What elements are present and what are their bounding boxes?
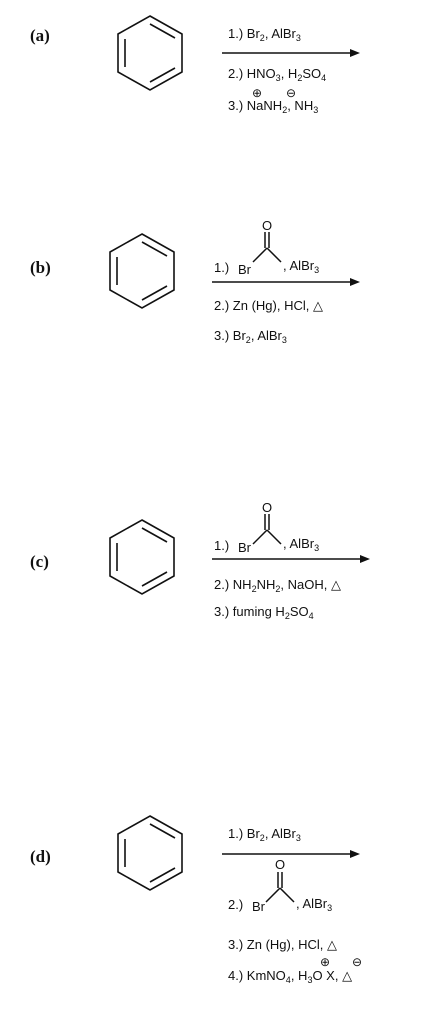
- plus-charge-symbol: ⊕: [320, 955, 331, 969]
- reagent-step-1: 1.) Br2, AlBr3: [228, 826, 301, 843]
- carbonyl-oxygen: O: [262, 500, 273, 515]
- reaction-arrow: [222, 850, 360, 858]
- minus-charge-symbol: ⊖: [352, 955, 363, 969]
- benzene-ring: [109, 233, 175, 309]
- reagent-step-1-number: 1.): [214, 538, 230, 553]
- carbonyl-oxygen: O: [275, 857, 286, 872]
- reagent-step-3: 3.) fuming H2SO4: [214, 604, 314, 621]
- panel-label: (c): [30, 552, 49, 571]
- minus-charge-symbol: ⊖: [286, 86, 297, 100]
- benzene-ring: [109, 519, 175, 595]
- plus-charge-symbol: ⊕: [252, 86, 263, 100]
- panel-label: (d): [30, 847, 51, 866]
- carbonyl-oxygen: O: [262, 218, 273, 233]
- reagent-step-2-number: 2.): [228, 897, 244, 912]
- reagent-step-4: 4.) KmNO4, H3O X, △: [228, 968, 353, 985]
- bromine-atom: Br: [238, 540, 251, 555]
- acetyl-bromide-structure: [252, 514, 282, 545]
- benzene-ring: [117, 15, 183, 91]
- bromine-atom: Br: [252, 899, 265, 914]
- acetyl-bromide-structure: [265, 872, 295, 903]
- reagent-step-3: 3.) Zn (Hg), HCl, △: [228, 937, 337, 952]
- reaction-arrow: [222, 49, 360, 57]
- reagent-step-1-catalyst: , AlBr3: [283, 258, 320, 275]
- reaction-arrow: [212, 278, 360, 286]
- reagent-step-2: 2.) HNO3, H2SO4: [228, 66, 327, 83]
- benzene-ring: [117, 815, 183, 891]
- acetyl-bromide-structure: [252, 232, 282, 263]
- panel-label: (b): [30, 258, 51, 277]
- reagent-step-1-number: 1.): [214, 260, 230, 275]
- bromine-atom: Br: [238, 262, 251, 277]
- reagent-step-1: 1.) Br2, AlBr3: [228, 26, 301, 43]
- reagent-step-2: 2.) NH2NH2, NaOH, △: [214, 577, 341, 594]
- reagent-step-3: 3.) Br2, AlBr3: [214, 328, 287, 345]
- panel-label: (a): [30, 26, 50, 45]
- reaction-arrow: [212, 555, 370, 563]
- reagent-step-1-catalyst: , AlBr3: [283, 536, 320, 553]
- reagent-step-2: 2.) Zn (Hg), HCl, △: [214, 298, 323, 313]
- reagent-step-3: 3.) NaNH2, NH3: [228, 98, 319, 115]
- reagent-step-2-catalyst: , AlBr3: [296, 896, 333, 913]
